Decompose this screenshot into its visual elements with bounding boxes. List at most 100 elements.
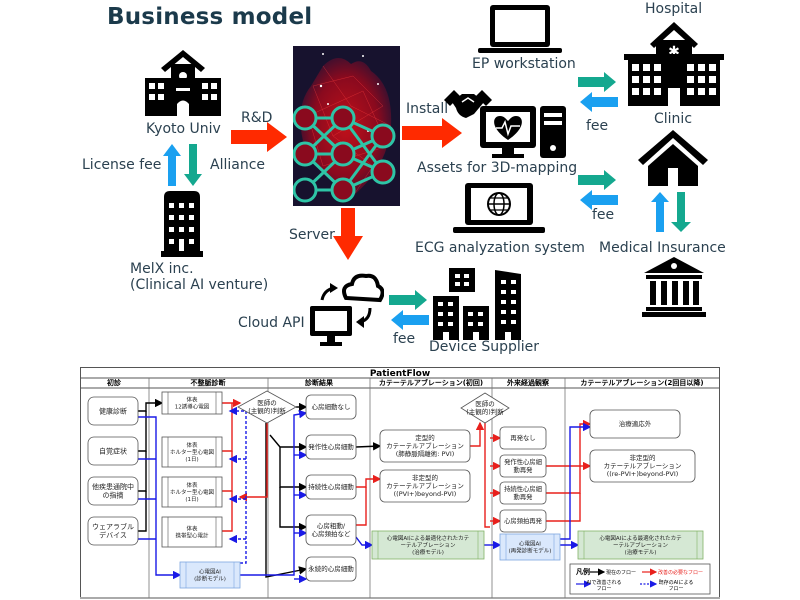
flow-node-text: 発作性心房細 (504, 457, 542, 466)
clinic-exchange-arrows (578, 170, 618, 210)
legend-ai-label: AIで改善される (587, 579, 622, 586)
supplier-fee-label: fee (393, 331, 416, 347)
flow-node-text: 持続性心房細動 (308, 482, 354, 491)
flow-node-text: 発作性心房細動 (308, 442, 354, 451)
flow-connector (356, 474, 382, 488)
flow-node-text: ウェアラブル (92, 522, 134, 531)
legend-improve-label: 改善の必要なフロー (658, 569, 703, 576)
ai-heart-image (293, 46, 400, 206)
decision-text: 医師の (475, 399, 495, 408)
flow-node-text: の指摘 (103, 491, 124, 500)
flow-node-text: 他疾患通院中 (92, 482, 134, 491)
flow-node-text: 体表 (186, 395, 198, 403)
flow-connector (560, 422, 592, 540)
flow-node-text: カテーテルアブレーション (386, 441, 464, 450)
flow-node-text: 心電図AIによる最適化されたカテ (387, 534, 470, 542)
flow-node-text: ((re-PVI+)beyond-PVI) (607, 470, 679, 478)
diagnosis-result-node: 心房粗動/心房頻拍など (305, 514, 357, 546)
flow-node-text: 心電図AI (199, 568, 221, 575)
server-arrow-icon (333, 208, 363, 260)
service-arrow-icon (578, 72, 616, 92)
kyoto-univ-label: Kyoto Univ (146, 121, 221, 137)
flow-node-text: 動再発 (514, 465, 534, 474)
column-header: 診断結果 (305, 378, 333, 387)
clinic-icon (638, 130, 708, 186)
flow-node-text: (治療モデル) (412, 548, 444, 556)
ecg-laptop-icon (453, 183, 545, 233)
flow-node-text: カテーテルアブレーション (604, 461, 682, 470)
server-label: Server (289, 227, 335, 243)
flow-node-text: 携帯型心電計 (175, 531, 209, 539)
device-supplier-buildings-icon (433, 268, 521, 340)
ablation-second-node: 治療適応外 (589, 409, 681, 439)
svg-text:✱: ✱ (668, 44, 680, 60)
flow-node-text: ホルター型心電図 (170, 448, 215, 456)
decision-diamond: 医師の(主観的)判断 (237, 390, 297, 424)
flow-node-text: カテーテルアブレーション (386, 481, 464, 490)
page-title: Business model (107, 4, 313, 30)
flow-node-text: 体表 (186, 481, 198, 489)
followup-node: 心房頻拍再発 (499, 509, 547, 533)
legend: 凡例現在のフロー改善の必要なフローAIで改善されるフロー既存のAIによるフロー (569, 563, 711, 595)
flow-connector (546, 493, 581, 522)
initial-visit-node: 自覚症状 (87, 436, 139, 466)
laptop-icon (478, 5, 562, 53)
insurance-exchange-arrows (651, 192, 691, 232)
flow-node-text: 心房粗動/ (317, 521, 346, 530)
diagnosis-result-node: 心房細動なし (305, 394, 357, 420)
flow-node-text: 体表 (186, 524, 198, 532)
followup-node: 再発なし (499, 426, 547, 450)
flow-node-text: 心電図AIによる最適化されたカテ (599, 534, 682, 542)
clinic-label: Clinic (654, 111, 693, 127)
flow-node-text: 永続的心房細動 (308, 564, 354, 573)
flow-node-text: ホルター型心電図 (170, 488, 215, 496)
flow-node-text: 動再発 (514, 492, 534, 501)
melx-subtitle: (Clinical AI venture) (130, 277, 269, 293)
hospital-fee-label: fee (586, 118, 609, 134)
diagnosis-result-node: 発作性心房細動 (305, 434, 357, 460)
flow-node-text: デバイス (99, 531, 127, 540)
flow-node-text: 心電図AI (519, 540, 541, 547)
flow-node-text: 非定型的 (630, 453, 657, 462)
flow-node-text: 心房頻拍再発 (504, 516, 542, 525)
license-alliance-arrows (163, 144, 202, 186)
hospital-icon: ✱ (624, 22, 724, 106)
patient-flow-diagram: PatientFlow 初診不整脈診断診断結果カテーテルアブレーション(初回)外… (80, 367, 720, 599)
clinic-fee-label: fee (592, 207, 615, 223)
cloud-icon (342, 273, 384, 303)
flow-node-text: 心房細動なし (312, 402, 351, 411)
ep-workstation-label: EP workstation (472, 56, 576, 72)
handshake-icon (444, 90, 492, 118)
fee-arrow-icon (391, 310, 429, 330)
decision-text: 医師の (257, 398, 277, 407)
flow-node-text: 持続性心房細 (504, 484, 542, 493)
cloud-api-label: Cloud API (238, 315, 305, 331)
service-arrow-icon (578, 170, 616, 190)
flow-node-text: (治療モデル) (625, 548, 657, 556)
column-header: カテーテルアブレーション(初回) (379, 378, 483, 387)
medical-insurance-label: Medical Insurance (599, 240, 726, 256)
flow-node-text: 非定型的 (412, 473, 439, 482)
flow-node-text: 定型的 (415, 433, 435, 442)
flow-node-text: (肺静脈隔離術: PVI) (396, 449, 455, 458)
diagnosis-result-node: 永続的心房細動 (305, 556, 357, 582)
flow-connector (484, 423, 490, 528)
service-arrow-icon (389, 290, 427, 310)
flow-node-text: (1日) (185, 456, 198, 463)
column-header: 初診 (107, 378, 122, 387)
flow-node-text: ーテルアブレーション (613, 541, 668, 549)
flow-node-text: 再発なし (510, 433, 535, 442)
hospital-exchange-arrows (578, 72, 618, 112)
flow-connector (356, 487, 367, 526)
flow-node-text: 心房頻拍など (312, 529, 352, 538)
diagnosis-result-node: 持続性心房細動 (305, 474, 357, 500)
fee-arrow-icon (580, 92, 618, 112)
university-icon (145, 50, 221, 116)
